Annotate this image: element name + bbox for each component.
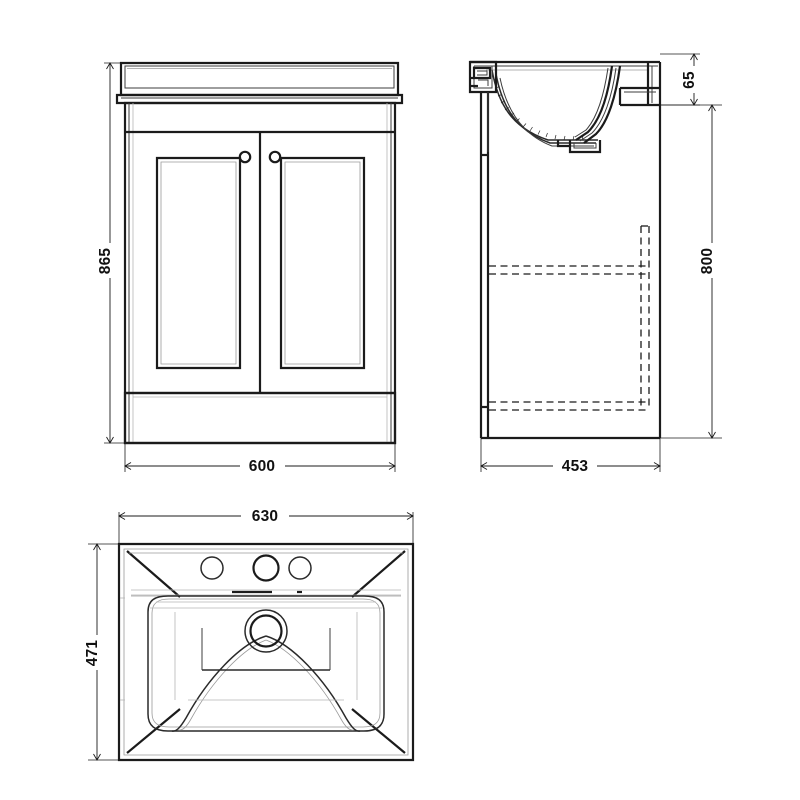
tap-hole-left[interactable] bbox=[200, 556, 224, 580]
door-panel-left[interactable] bbox=[155, 156, 242, 370]
dimension-value-65: 65 bbox=[681, 71, 698, 89]
waste-outlet bbox=[244, 609, 288, 653]
dimension-cabinet-width: 600 bbox=[124, 443, 396, 475]
bowl-interior-slopes bbox=[171, 612, 361, 732]
door-panel-right[interactable] bbox=[279, 156, 366, 370]
hidden-internal-lines bbox=[489, 225, 650, 411]
door-knob-right[interactable] bbox=[268, 150, 282, 164]
dimension-value-630: 630 bbox=[252, 508, 278, 525]
waste-inner-ring[interactable] bbox=[249, 614, 283, 648]
dimension-cabinet-side-height: 800 bbox=[660, 104, 722, 439]
door-knob-left[interactable] bbox=[238, 150, 252, 164]
dimension-basin-plan-depth: 471 bbox=[84, 543, 119, 761]
dimension-cabinet-height: 865 bbox=[97, 62, 125, 444]
basin-inner-shelf bbox=[129, 552, 403, 596]
dimension-value-600: 600 bbox=[249, 458, 275, 475]
basin-bowl-outline bbox=[147, 595, 385, 732]
basin-section bbox=[468, 60, 662, 154]
tap-hole-right[interactable] bbox=[288, 556, 312, 580]
dimension-value-800: 800 bbox=[699, 248, 716, 274]
cabinet-side-body bbox=[479, 92, 662, 440]
dimension-value-471: 471 bbox=[84, 640, 101, 667]
dimension-basin-plan-width: 630 bbox=[118, 508, 414, 544]
basin-top-slab bbox=[115, 61, 404, 105]
dimension-value-453: 453 bbox=[562, 458, 589, 475]
dimension-cabinet-depth: 453 bbox=[480, 438, 661, 475]
waste-outer-ring bbox=[244, 609, 288, 653]
tap-holes bbox=[200, 554, 312, 582]
dimension-value-865: 865 bbox=[97, 248, 114, 275]
basin-outer-rim bbox=[117, 542, 415, 762]
rim-taper-lines bbox=[126, 550, 406, 754]
tap-hole-centre[interactable] bbox=[252, 554, 280, 582]
basin-tap-block bbox=[468, 60, 498, 94]
